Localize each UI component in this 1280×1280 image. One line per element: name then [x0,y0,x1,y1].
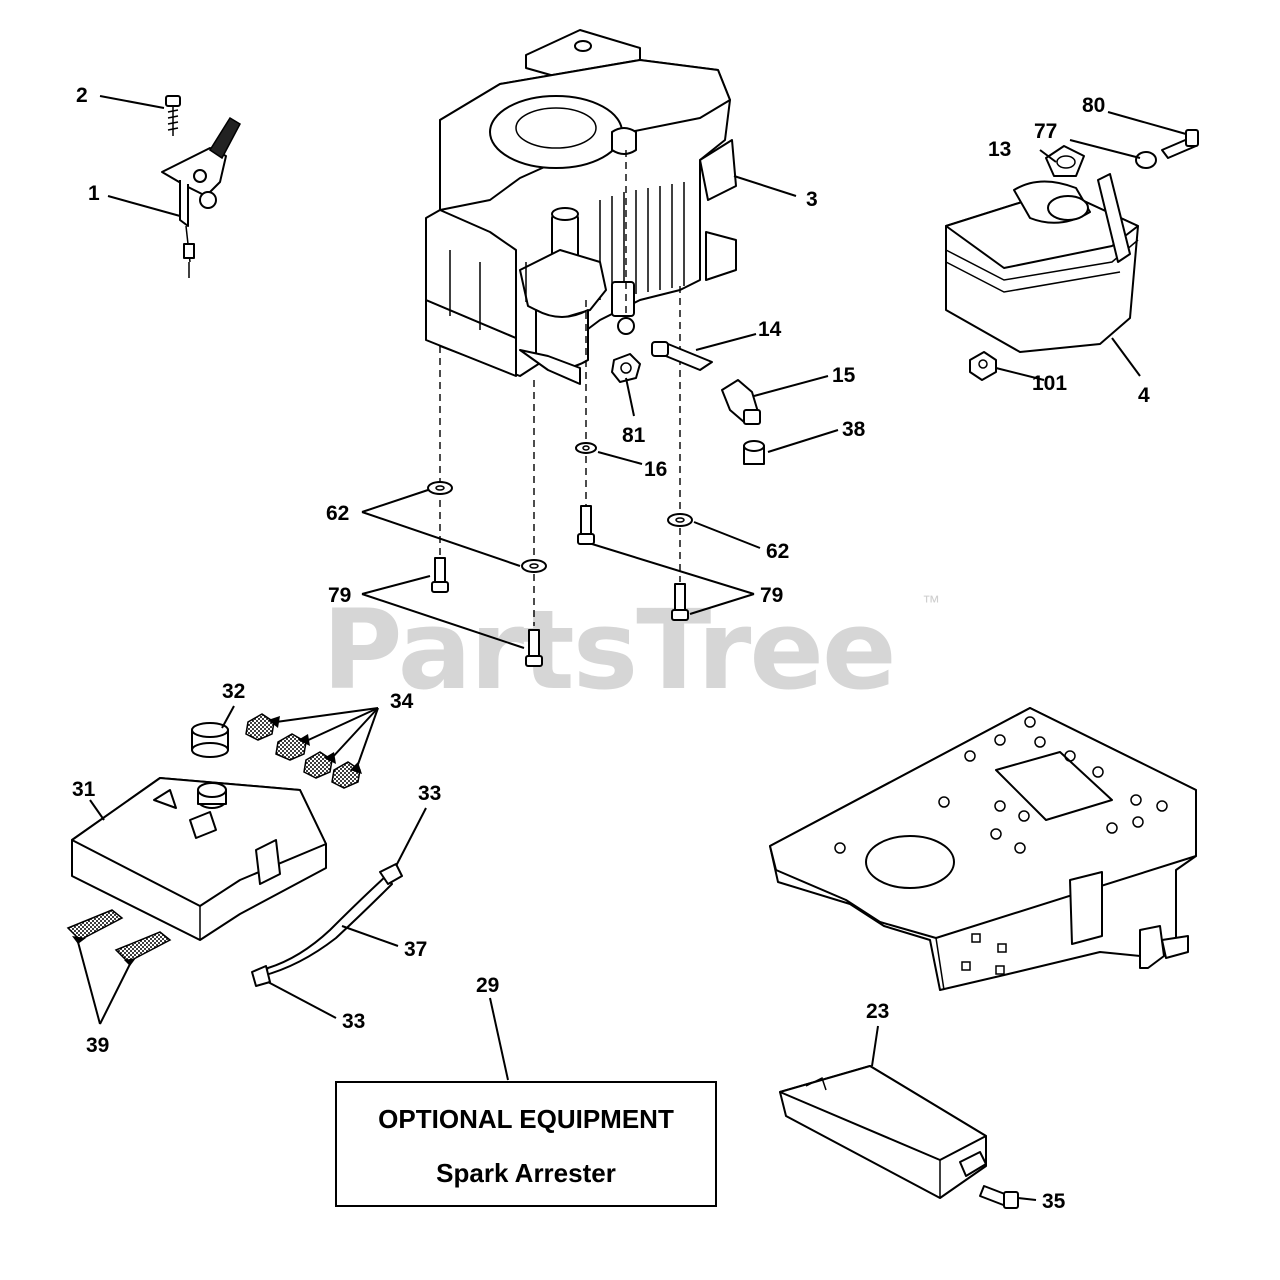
leader-lines [77,95,1187,1201]
callout-3: 3 [806,188,818,211]
callout-62-left: 62 [326,502,349,525]
trademark-symbol: ™ [922,592,940,612]
callout-numbers: 2 1 3 80 77 13 4 101 14 15 38 81 16 62 6… [72,84,1150,1213]
muffler-part [945,129,1199,381]
optional-equipment-box: OPTIONAL EQUIPMENT Spark Arrester [335,1081,717,1207]
watermark: PartsTree ™ [322,586,940,714]
callout-77: 77 [1034,120,1057,143]
throttle-control-part [161,95,241,278]
callout-34: 34 [390,690,414,713]
mounting-plate-part [769,707,1197,991]
callout-33-bottom: 33 [342,1010,365,1033]
alignment-lines [439,150,681,626]
callout-31: 31 [72,778,96,801]
shield-part [779,1065,1019,1209]
callout-33-top: 33 [418,782,441,805]
callout-35: 35 [1042,1190,1066,1213]
callout-38: 38 [842,418,866,441]
callout-13: 13 [988,138,1011,161]
watermark-text: PartsTree [322,586,895,714]
callout-29: 29 [476,974,499,997]
callout-79-right: 79 [760,584,783,607]
callout-79-left: 79 [328,584,351,607]
fittings [611,341,765,465]
bolts [431,505,689,667]
arrowheads-39 [72,936,136,966]
optional-equipment-subtitle: Spark Arrester [436,1158,616,1188]
callout-14: 14 [758,318,782,341]
callout-39: 39 [86,1034,109,1057]
optional-equipment-title: OPTIONAL EQUIPMENT [378,1104,674,1134]
engine-part [425,29,737,385]
callout-2: 2 [76,84,88,107]
callout-62-right: 62 [766,540,789,563]
callout-4: 4 [1138,384,1150,407]
callout-37: 37 [404,938,427,961]
callout-1: 1 [88,182,100,205]
callout-101: 101 [1032,372,1067,395]
callout-32: 32 [222,680,245,703]
callout-16: 16 [644,458,667,481]
callout-23: 23 [866,1000,889,1023]
callout-80: 80 [1082,94,1105,117]
callout-15: 15 [832,364,856,387]
air-cleaner-part [66,713,361,963]
arrowheads-34 [268,716,362,774]
washers [427,442,693,573]
callout-81: 81 [622,424,646,447]
